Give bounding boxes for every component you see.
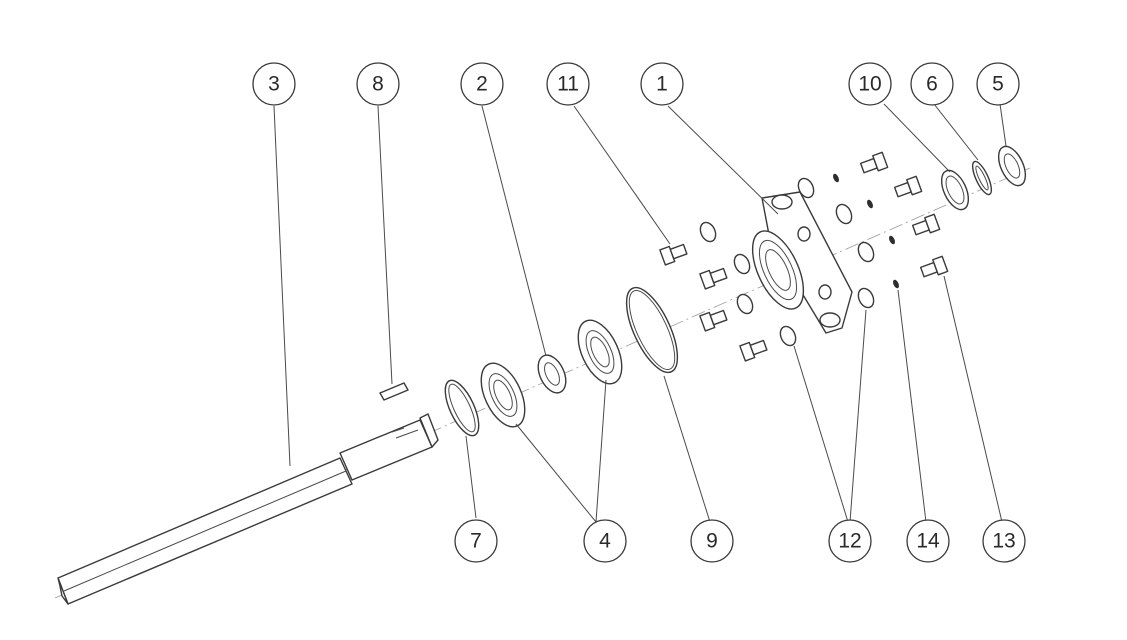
callout-13: 13	[982, 519, 1026, 563]
callout-14: 14	[906, 519, 950, 563]
bearing-right-part	[577, 319, 623, 385]
callout-2: 2	[460, 62, 504, 106]
callout-8: 8	[356, 62, 400, 106]
spacer-part	[537, 354, 567, 394]
callout-11-text: 11	[557, 73, 579, 96]
callout-4-text: 4	[599, 530, 611, 553]
callout-3-text: 3	[268, 73, 280, 96]
callout-12-text: 12	[838, 530, 861, 553]
callout-12: 12	[828, 519, 872, 563]
callout-9: 9	[690, 519, 734, 563]
bolts-11-group	[659, 243, 768, 362]
callout-8-text: 8	[372, 73, 384, 96]
bearing-left-part	[480, 362, 526, 428]
callout-13-text: 13	[992, 530, 1015, 553]
callout-14-text: 14	[916, 530, 940, 553]
retaining-ring-part	[444, 379, 480, 437]
lock-washer-6-part	[971, 160, 993, 196]
callout-10-text: 10	[858, 73, 881, 96]
callout-1-text: 1	[656, 73, 668, 96]
callout-5: 5	[976, 62, 1020, 106]
callout-11: 11	[546, 62, 590, 106]
callout-1: 1	[640, 62, 684, 106]
callout-7-text: 7	[470, 530, 482, 553]
callout-10: 10	[848, 62, 892, 106]
callout-4: 4	[583, 519, 627, 563]
callout-6-text: 6	[926, 73, 938, 96]
callout-3: 3	[252, 62, 296, 106]
callout-6: 6	[910, 62, 954, 106]
o-ring-part	[625, 286, 679, 374]
flange-housing-part	[751, 191, 853, 334]
washers-12-left-group	[699, 221, 797, 347]
callout-9-text: 9	[706, 530, 718, 553]
ring-10-part	[940, 169, 970, 211]
shaft-part	[57, 413, 439, 605]
callout-5-text: 5	[992, 73, 1004, 96]
bolts-13-group	[859, 151, 949, 278]
callout-7: 7	[454, 519, 498, 563]
key-part	[379, 382, 409, 401]
callout-2-text: 2	[476, 73, 488, 96]
washers-12-right-group	[797, 177, 875, 309]
nut-5-part	[997, 145, 1027, 187]
small-washers-14-group	[833, 173, 899, 289]
